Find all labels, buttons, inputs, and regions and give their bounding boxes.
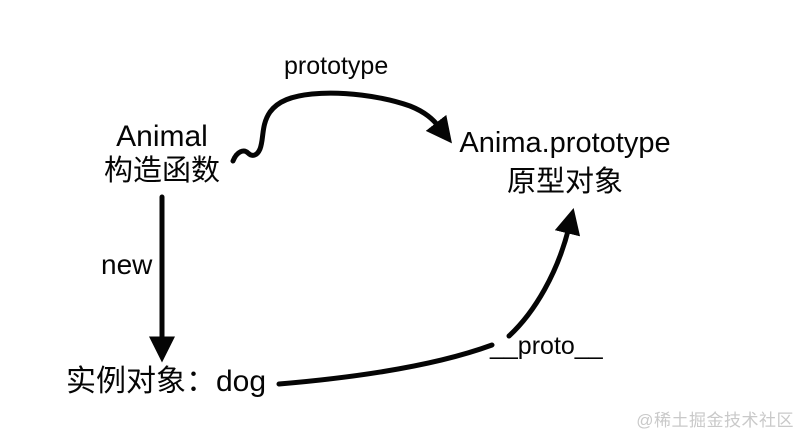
- prototype-edge-label: prototype: [284, 52, 389, 80]
- prototype-arrow: [230, 90, 452, 164]
- prototype-node-caption: 原型对象: [506, 165, 623, 198]
- proto-edge-label: __proto__: [490, 332, 603, 360]
- prototype-node: Anima.prototype 原型对象: [444, 127, 686, 199]
- watermark: @稀土掘金技术社区: [636, 411, 794, 430]
- constructor-node-title: Animal: [116, 120, 208, 153]
- constructor-node-caption: 构造函数: [103, 155, 220, 187]
- instance-node: 实例对象：dog: [66, 365, 267, 398]
- constructor-node: Animal 构造函数: [42, 120, 282, 188]
- proto-arrow-head: [506, 208, 581, 339]
- new-edge-label: new: [101, 249, 153, 280]
- prototype-node-title: Anima.prototype: [459, 127, 671, 159]
- proto-arrow-tail: [276, 342, 495, 387]
